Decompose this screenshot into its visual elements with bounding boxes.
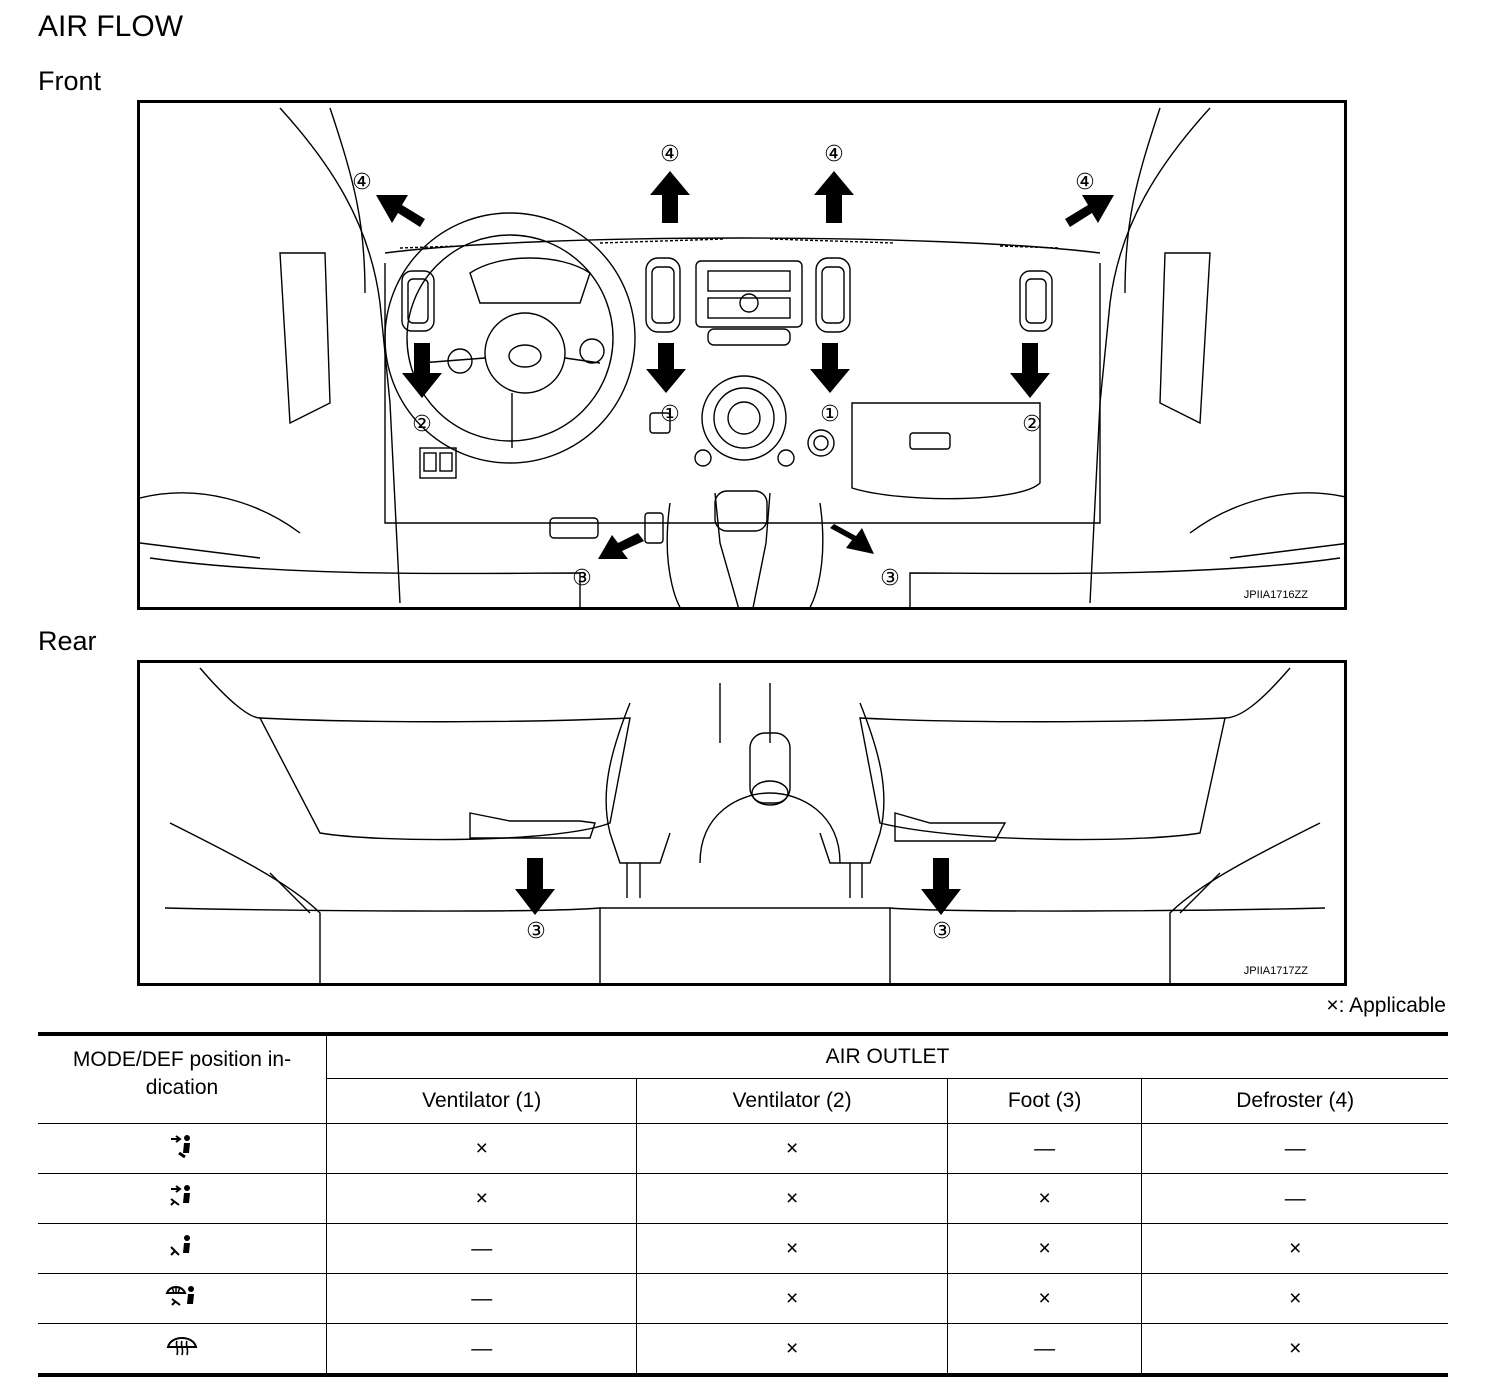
column-header: Defroster (4): [1141, 1078, 1448, 1124]
table-cell: ×: [946, 1273, 1142, 1324]
table-cell: ×: [636, 1173, 948, 1224]
column-header: Foot (3): [946, 1078, 1142, 1124]
table-cell: —: [1141, 1123, 1448, 1174]
table-cell: ×: [636, 1323, 948, 1376]
front-dashboard-illustration: ④ ④ ④ ④ ① ① ② ② ③ ③: [140, 107, 1344, 607]
vent-mode-icon: [171, 1134, 190, 1158]
table-cell: —: [325, 1323, 637, 1376]
table-cell: ×: [636, 1123, 948, 1174]
table-row: — × — ×: [38, 1323, 1448, 1376]
table-cell: ×: [636, 1223, 948, 1274]
rear-airflow-figure: ③ ③ JPIIA1717ZZ: [137, 660, 1347, 986]
table-cell: ×: [325, 1123, 637, 1174]
callout-2-a: ②: [412, 412, 432, 437]
callout-3-a: ③: [572, 566, 592, 591]
table-cell: ×: [325, 1173, 637, 1224]
applicable-legend: ×: Applicable: [1326, 994, 1446, 1017]
callout-4-a: ④: [660, 142, 680, 167]
column-header: Ventilator (2): [636, 1078, 948, 1124]
table-cell: —: [325, 1223, 637, 1274]
figure-code: JPIIA1717ZZ: [1243, 965, 1308, 977]
table-cell: —: [1141, 1173, 1448, 1224]
airflow-arrows: [376, 171, 1114, 559]
callout-2-b: ②: [1022, 412, 1042, 437]
table-cell: ×: [946, 1223, 1142, 1274]
table-row: — × × ×: [38, 1273, 1448, 1324]
table-cell: —: [325, 1273, 637, 1324]
bi-level-mode-icon: [170, 1184, 190, 1206]
table-row: — × × ×: [38, 1223, 1448, 1274]
mode-column-header: MODE/DEF position in- dication: [38, 1034, 327, 1124]
page-title: AIR FLOW: [38, 10, 184, 43]
front-airflow-figure: ④ ④ ④ ④ ① ① ② ② ③ ③ JPIIA1716ZZ: [137, 100, 1347, 610]
callout-1-b: ①: [820, 402, 840, 427]
callout-1-a: ①: [660, 402, 680, 427]
table-cell: —: [946, 1123, 1142, 1174]
air-outlet-table: MODE/DEF position in- dication AIR OUTLE…: [38, 1032, 1448, 1377]
front-section-label: Front: [38, 66, 102, 96]
table-row: × × — —: [38, 1123, 1448, 1174]
rear-airflow-arrows: [515, 858, 961, 915]
callout-4-b: ④: [824, 142, 844, 167]
column-header: Ventilator (1): [325, 1078, 637, 1124]
figure-code: JPIIA1716ZZ: [1243, 589, 1308, 601]
rear-section-label: Rear: [38, 626, 97, 656]
foot-defrost-mode-icon: [165, 1285, 194, 1306]
table-cell: ×: [636, 1273, 948, 1324]
rear-callout-3-b: ③: [932, 919, 952, 944]
defrost-mode-icon: [166, 1336, 198, 1355]
callout-4-c: ④: [352, 170, 372, 195]
callout-4-d: ④: [1075, 170, 1095, 195]
rear-callout-3-a: ③: [526, 919, 546, 944]
table-cell: —: [946, 1323, 1142, 1376]
table-cell: ×: [1141, 1273, 1448, 1324]
table-cell: ×: [1141, 1223, 1448, 1274]
table-cell: ×: [1141, 1323, 1448, 1376]
foot-mode-icon: [170, 1234, 190, 1256]
rear-floor-illustration: ③ ③: [164, 667, 1326, 983]
mode-header-line-2: dication: [145, 1076, 219, 1099]
callout-3-b: ③: [880, 566, 900, 591]
table-row: × × × —: [38, 1173, 1448, 1224]
table-cell: ×: [946, 1173, 1142, 1224]
air-outlet-header: AIR OUTLET: [326, 1034, 1448, 1079]
mode-header-line-1: MODE/DEF position in-: [72, 1048, 292, 1071]
